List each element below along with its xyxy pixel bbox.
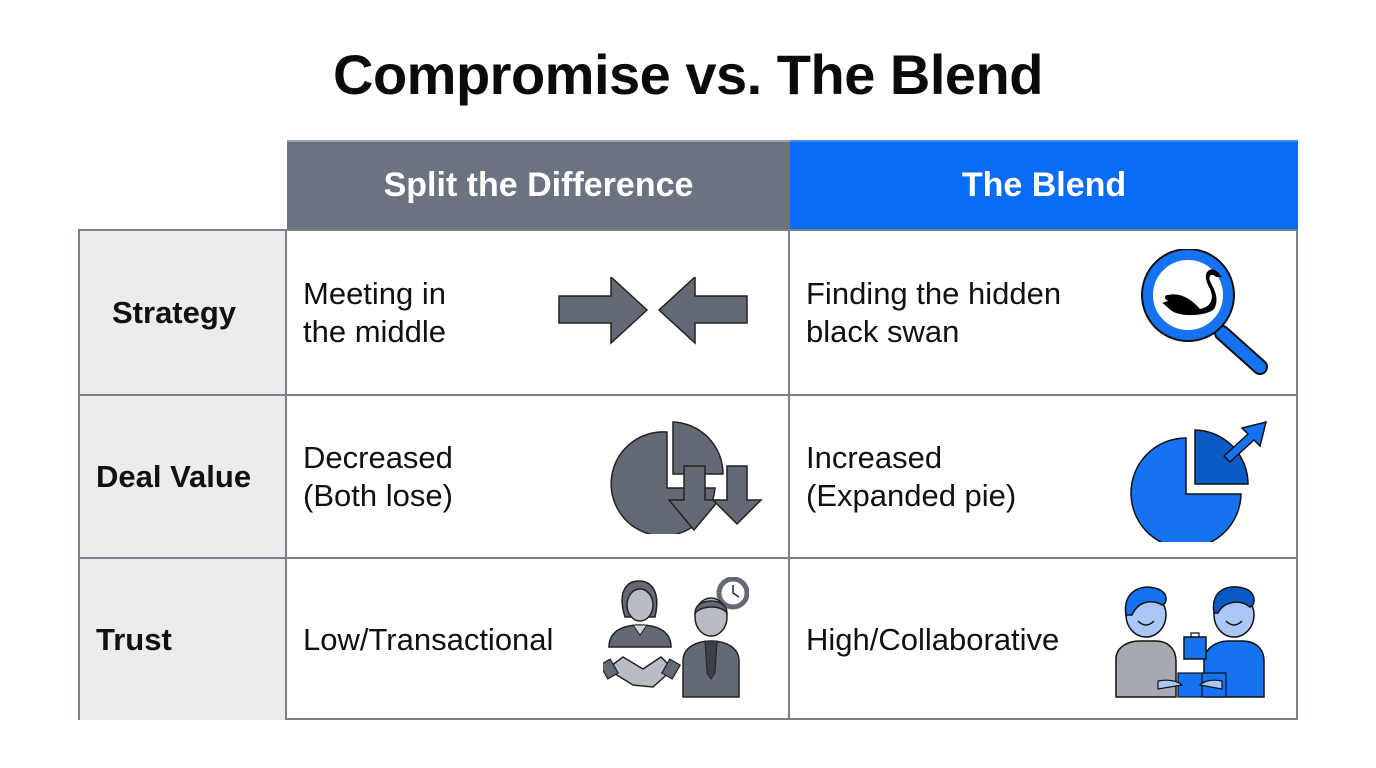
row-label: Deal Value (80, 396, 287, 557)
cell-text: Low/Transactional (303, 621, 554, 657)
cell-split-deal-value: Decreased (Both lose) (287, 396, 790, 557)
expanding-pie-icon (1130, 420, 1268, 542)
cell-text: High/Collaborative (806, 621, 1060, 657)
table-row-strategy: Strategy Meeting in the middle Finding t… (80, 231, 1296, 394)
cell-split-trust: Low/Transactional (287, 559, 790, 720)
cell-blend-trust: High/Collaborative (790, 559, 1298, 720)
converging-arrows-icon (558, 277, 748, 345)
shrinking-pie-icon (610, 421, 763, 534)
cell-blend-deal-value: Increased (Expanded pie) (790, 396, 1298, 557)
cell-text: Finding the hidden black swan (806, 275, 1062, 349)
column-header-split-the-difference: Split the Difference (287, 140, 790, 229)
row-label-text: Deal Value (96, 458, 252, 494)
collaborating-people-icon (1115, 586, 1265, 698)
row-label: Trust (80, 559, 287, 720)
table-row-trust: Trust Low/Transactional (80, 557, 1296, 720)
magnifier-black-swan-icon (1141, 249, 1268, 375)
row-label-text: Trust (96, 621, 172, 657)
page-title: Compromise vs. The Blend (333, 43, 1043, 106)
cell-blend-strategy: Finding the hidden black swan (790, 231, 1298, 394)
cell-text: Increased (Expanded pie) (806, 439, 1017, 513)
table-row-deal-value: Deal Value Decreased (Both lose) Increas… (80, 394, 1296, 557)
cell-text: Meeting in the middle (303, 275, 447, 349)
transactional-handshake-icon (603, 577, 749, 698)
column-header-the-blend: The Blend (790, 140, 1298, 229)
row-label: Strategy (80, 231, 287, 394)
comparison-table: Strategy Meeting in the middle Finding t… (78, 229, 1298, 720)
row-label-text: Strategy (112, 294, 237, 330)
cell-split-strategy: Meeting in the middle (287, 231, 790, 394)
cell-text: Decreased (Both lose) (303, 439, 453, 513)
